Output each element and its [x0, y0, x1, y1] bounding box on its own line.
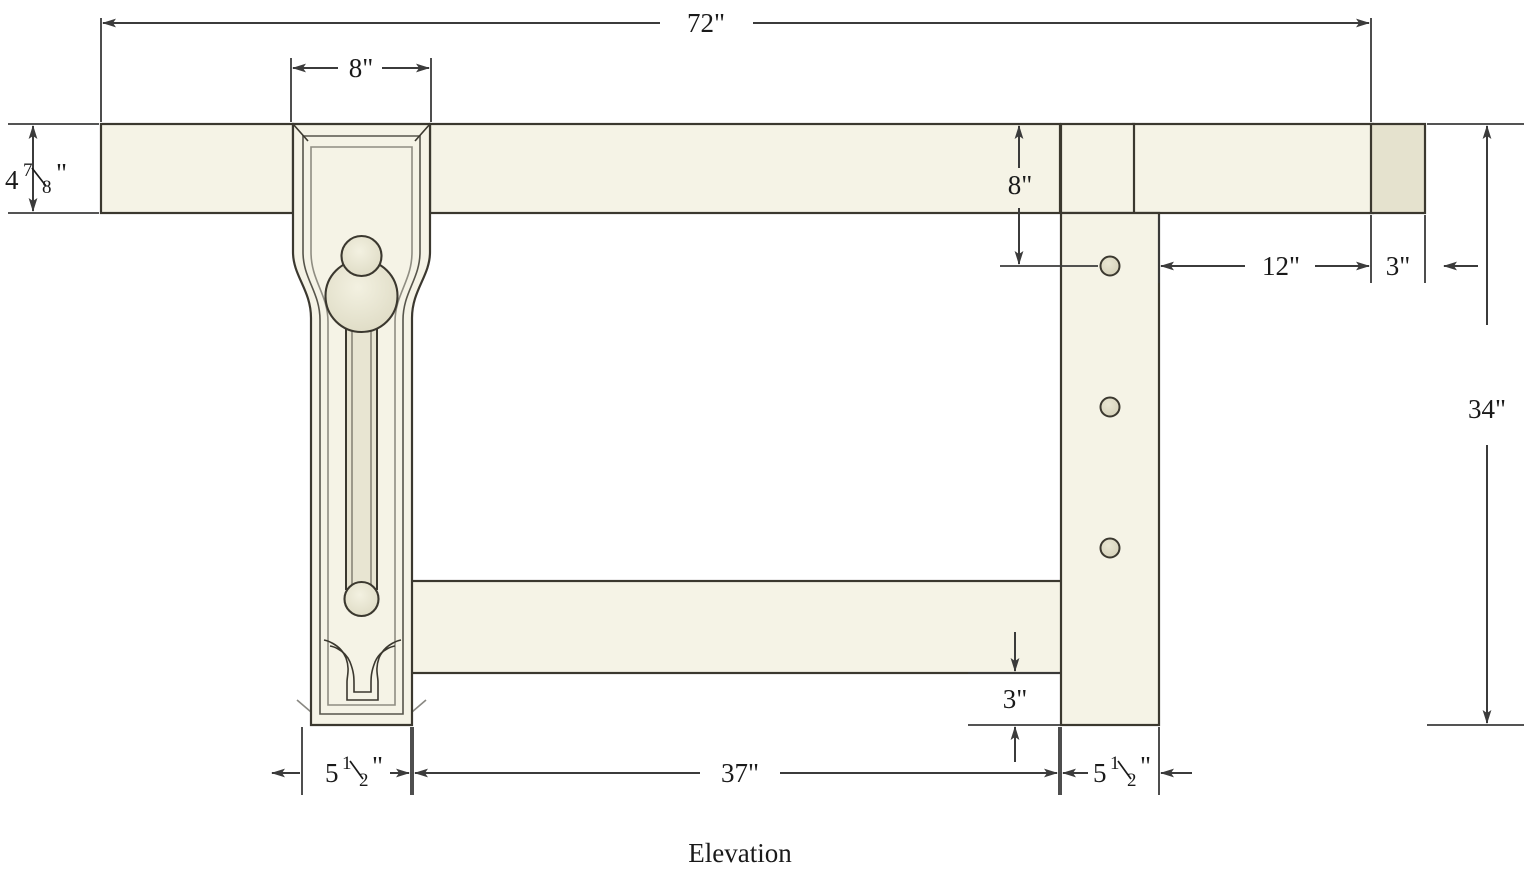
benchtop-left-section — [99, 122, 295, 215]
dimension-right-leg-width: 5 1 2 " — [1060, 727, 1192, 795]
dim-label-5half-right-denominator: 2 — [1127, 770, 1137, 791]
dim-label-5half-left-numerator: 1 — [342, 753, 352, 774]
dim-label-5half-right-numerator: 1 — [1110, 753, 1120, 774]
benchtop-end-cap — [1369, 122, 1427, 215]
dog-hole-upper — [1099, 255, 1121, 277]
dim-label-4-78-denominator: 8 — [42, 177, 52, 198]
dimension-end-cap: 3" — [1386, 215, 1478, 283]
dim-label-8-top: 8" — [349, 53, 374, 83]
dim-label-5half-left-whole: 5 — [325, 758, 339, 788]
dim-label-34: 34" — [1468, 394, 1506, 424]
dimension-left-leg-width: 5 1 2 " — [271, 727, 412, 795]
fraction-slash-5half-left — [349, 760, 364, 780]
dimension-stretcher-gap: 3" — [968, 632, 1060, 762]
dimension-overall-height: 34" — [1427, 123, 1524, 726]
dim-label-72: 72" — [687, 8, 725, 38]
left-leg — [291, 122, 432, 727]
right-leg — [1059, 122, 1161, 727]
dimension-between-legs: 37" — [412, 727, 1060, 795]
dimension-benchtop-thickness: 4 7 8 " — [5, 123, 99, 214]
dog-hole-middle — [1099, 396, 1121, 418]
dim-label-12: 12" — [1262, 251, 1300, 281]
dim-label-37: 37" — [721, 758, 759, 788]
dim-label-5half-left-denominator: 2 — [359, 770, 369, 791]
dim-label-5half-right-whole: 5 — [1093, 758, 1107, 788]
dim-label-3-endcap: 3" — [1386, 251, 1411, 281]
carved-bead-bottom — [343, 580, 380, 618]
fraction-slash-4-78 — [31, 167, 47, 187]
dog-hole-lower — [1099, 537, 1121, 559]
carved-bead-top — [340, 234, 383, 278]
dim-label-4-78-inchmark: " — [56, 158, 67, 188]
dim-label-3-bottom: 3" — [1003, 684, 1028, 714]
fraction-slash-5half-right — [1117, 760, 1132, 780]
benchtop-middle-section — [428, 122, 1062, 215]
dimension-post-height: 8" — [1000, 125, 1098, 267]
lower-stretcher — [406, 579, 1065, 675]
dim-label-8-post: 8" — [1008, 170, 1033, 200]
dimension-right-overhang: 12" — [1158, 215, 1372, 283]
dim-label-5half-left-inchmark: " — [372, 751, 383, 781]
dimension-overall-length: 72" — [100, 8, 1372, 122]
drawing-caption: Elevation — [688, 838, 792, 868]
dim-label-4-78-numerator: 7 — [23, 160, 33, 181]
dimension-leg-top-width: 8" — [290, 53, 432, 122]
dim-label-5half-right-inchmark: " — [1140, 751, 1151, 781]
benchtop-right-section — [1131, 122, 1375, 215]
dim-label-4-78-whole: 4 — [5, 165, 19, 195]
